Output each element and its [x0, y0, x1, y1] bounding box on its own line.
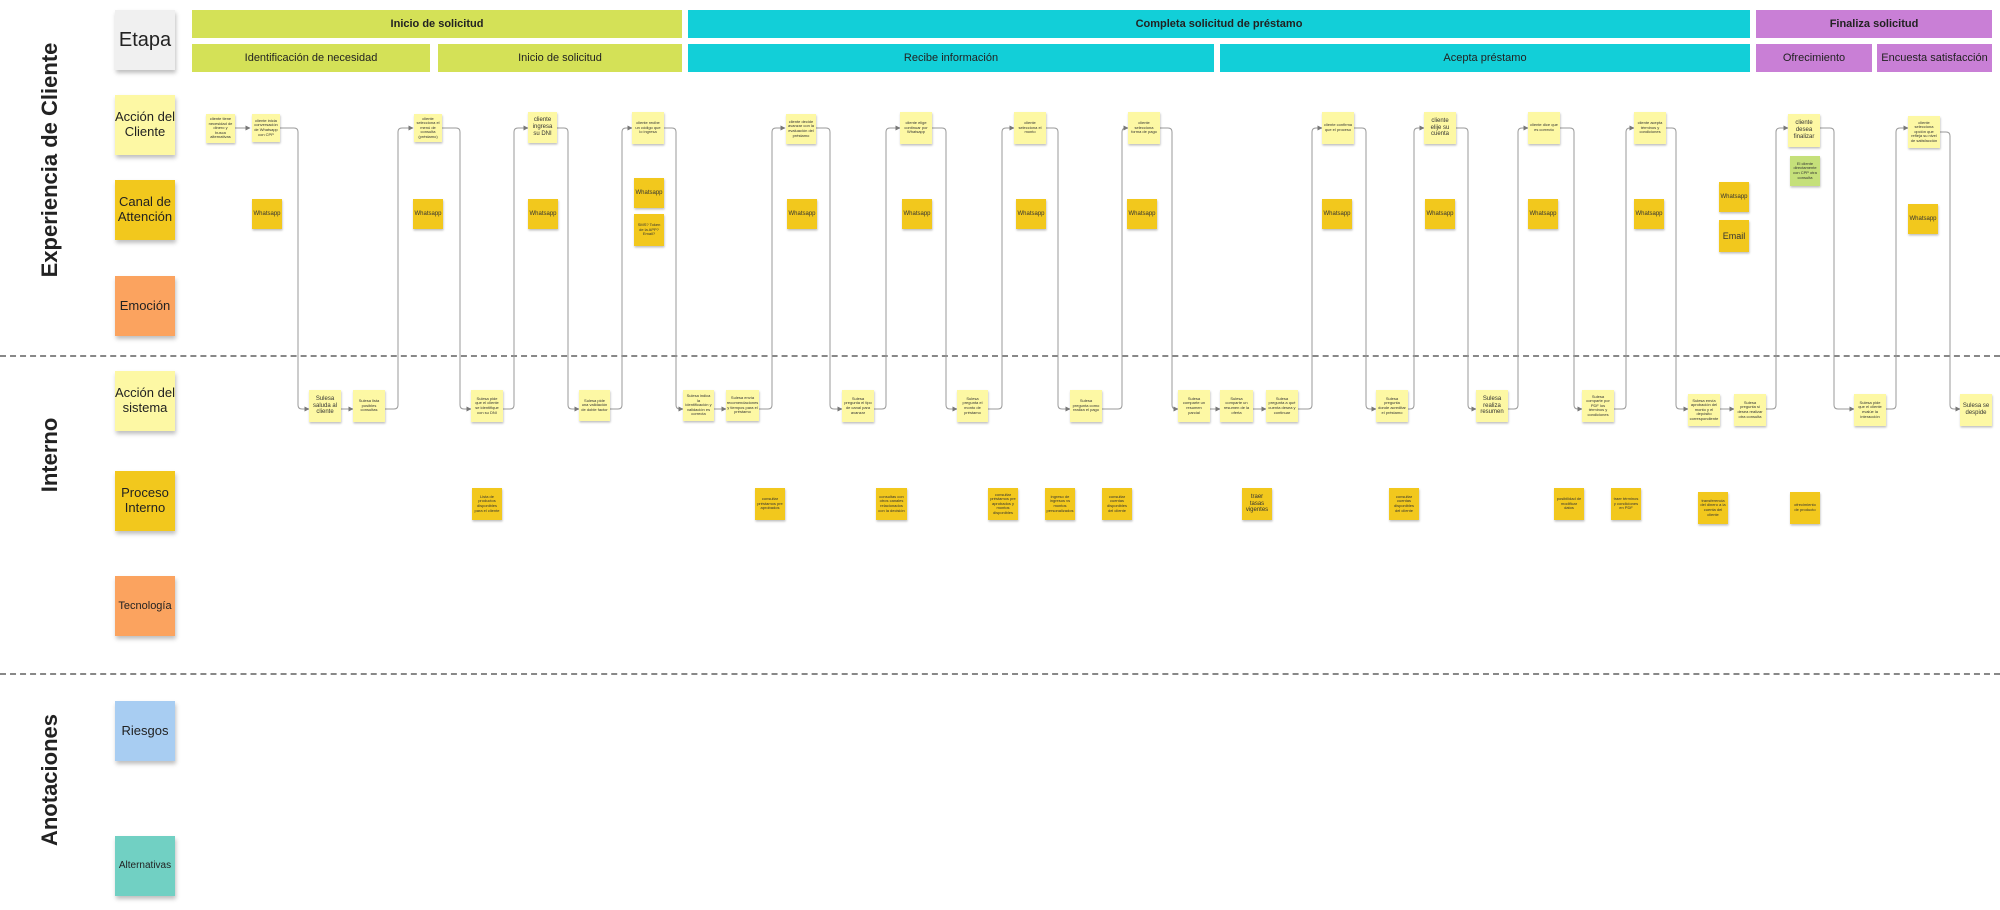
client-action-sticky: cliente dice que es correcto: [1528, 112, 1560, 144]
system-action-sticky: Sulesa pide que el cliente se identifiqu…: [471, 390, 503, 422]
lane-label-client-action: Acción del Cliente: [115, 95, 175, 155]
client-action-sticky: cliente desea finalizar: [1788, 114, 1820, 147]
system-action-sticky: Sulesa se despide: [1960, 394, 1992, 426]
internal-process-sticky: posibilidad de modificar datos: [1554, 488, 1584, 520]
system-action-sticky: Sulesa realiza resumen: [1476, 390, 1508, 422]
internal-process-sticky: ofrecimiento de producto: [1790, 492, 1820, 524]
client-action-sticky: cliente ingresa su DNI: [528, 112, 557, 143]
channel-sticky: Whatsapp: [1719, 182, 1749, 212]
channel-sticky: Whatsapp: [902, 199, 932, 229]
channel-sticky: Whatsapp: [413, 199, 443, 229]
channel-sticky: Whatsapp: [1908, 204, 1938, 234]
client-action-sticky: cliente recibe un código que lo ingresa: [632, 112, 664, 144]
system-action-sticky: Sulesa pide que el cliente evalúe la int…: [1854, 394, 1886, 426]
client-action-sticky: cliente selecciona opción que refleja su…: [1908, 116, 1940, 148]
channel-sticky: Email: [1719, 220, 1749, 252]
client-action-sticky: cliente tiene necesidad de dinero y busc…: [206, 114, 235, 143]
lane-label-technology: Tecnología: [115, 576, 175, 636]
channel-sticky: Whatsapp: [1127, 199, 1157, 229]
lane-label-internal-process: Proceso Interno: [115, 471, 175, 531]
section-label-customer-experience: Experiencia de Cliente: [37, 42, 62, 278]
client-action-sticky: cliente decide avanzar con la evaluación…: [786, 114, 816, 144]
channel-sticky: SMS? Token de la APP? Email?: [634, 214, 664, 246]
client-action-sticky: cliente elije su cuenta: [1424, 112, 1456, 144]
system-action-sticky: Sulesa pregunta a qué cuenta desea y con…: [1266, 390, 1298, 422]
internal-process-sticky: consultar préstamos pre aprobados: [755, 488, 785, 520]
client-action-sticky: El cliente directamente con CPP otra con…: [1790, 156, 1820, 186]
phase-finaliza-solicitud: Finaliza solicitud: [1756, 10, 1992, 38]
subphase-recibe-informacion: Recibe información: [688, 44, 1214, 72]
channel-sticky: Whatsapp: [1634, 199, 1664, 229]
channel-sticky: Whatsapp: [528, 199, 558, 229]
internal-process-sticky: traer términos y condiciones en PDF: [1611, 488, 1641, 520]
channel-sticky: Whatsapp: [787, 199, 817, 229]
system-action-sticky: Sulesa lista posibles consultas: [353, 390, 385, 422]
internal-process-sticky: transferencia del dinero a la cuenta del…: [1698, 492, 1728, 524]
system-action-sticky: Sulesa pregunta como realiza el pago: [1070, 390, 1102, 422]
system-action-sticky: Sulesa comparte por PDF los términos y c…: [1582, 390, 1614, 422]
client-action-sticky: cliente inicia conversación de Whatsapp …: [252, 114, 280, 142]
subphase-ofrecimiento: Ofrecimiento: [1756, 44, 1872, 72]
lane-label-stage: Etapa: [115, 10, 175, 70]
subphase-encuesta: Encuesta satisfacción: [1877, 44, 1992, 72]
channel-sticky: Whatsapp: [1528, 199, 1558, 229]
lane-label-channel: Canal de Attención: [115, 180, 175, 240]
internal-process-sticky: consultar préstamos pre aprobados y mont…: [988, 488, 1018, 520]
phase-inicio-de-solicitud: Inicio de solicitud: [192, 10, 682, 38]
client-action-sticky: cliente selecciona el menú de consulta (…: [414, 114, 442, 142]
internal-process-sticky: traer tasas vigentes: [1242, 488, 1272, 520]
client-action-sticky: cliente acepta términos y condiciones: [1634, 112, 1666, 144]
system-action-sticky: Sulesa pregunta donde acreditar el prést…: [1376, 390, 1408, 422]
internal-process-sticky: consultar cuentas disponibles del client…: [1389, 488, 1419, 520]
channel-sticky: Whatsapp: [1322, 199, 1352, 229]
internal-process-sticky: ingreso de ingresos vs montos personaliz…: [1045, 488, 1075, 520]
system-action-sticky: Sulesa envía aprobación del monto y el d…: [1688, 394, 1720, 426]
system-action-sticky: Sulesa comparte un resumen de la oferta: [1220, 390, 1253, 422]
subphase-identificacion: Identificación de necesidad: [192, 44, 430, 72]
client-action-sticky: cliente elige continuar por Whatsapp: [900, 112, 932, 144]
system-action-sticky: Sulesa comparte un resumen parcial: [1178, 390, 1210, 422]
subphase-inicio: Inicio de solicitud: [438, 44, 682, 72]
lane-label-emotion: Emoción: [115, 276, 175, 336]
internal-process-sticky: Lista de productos disponibles para el c…: [472, 488, 502, 520]
subphase-acepta-prestamo: Acepta préstamo: [1220, 44, 1750, 72]
system-action-sticky: Sulesa saluda al cliente: [309, 390, 341, 422]
system-action-sticky: Sulesa pregunta el tipo de canal para av…: [842, 390, 874, 422]
lane-label-system-action: Acción del sistema: [115, 371, 175, 431]
system-action-sticky: Sulesa pide una validación de doble fact…: [579, 390, 610, 421]
channel-sticky: Whatsapp: [634, 178, 664, 208]
internal-process-sticky: consultar cuentas disponibles del client…: [1102, 488, 1132, 520]
section-divider: [0, 673, 2000, 675]
channel-sticky: Whatsapp: [1425, 199, 1455, 229]
section-label-annotations: Anotaciones: [37, 713, 62, 847]
client-action-sticky: cliente selecciona forma de pago: [1128, 112, 1160, 144]
internal-process-sticky: consultas con otros canales relacionados…: [876, 488, 907, 520]
client-action-sticky: cliente selecciona el monto: [1014, 112, 1046, 144]
channel-sticky: Whatsapp: [252, 199, 282, 229]
lane-label-alternatives: Alternativas: [115, 836, 175, 896]
lane-label-risks: Riesgos: [115, 701, 175, 761]
system-action-sticky: Sulesa pregunta si desea realizar otra c…: [1734, 394, 1766, 426]
section-label-internal: Interno: [37, 417, 62, 493]
system-action-sticky: Sulesa indica la identificación y valida…: [683, 390, 714, 421]
section-divider: [0, 355, 2000, 357]
system-action-sticky: Sulesa pregunta el monto de préstamo: [957, 390, 988, 422]
phase-completa-solicitud: Completa solicitud de préstamo: [688, 10, 1750, 38]
system-action-sticky: Sulesa envía recomendaciones y tiempos p…: [726, 390, 759, 421]
client-action-sticky: cliente confirma que el proceso: [1322, 112, 1354, 144]
channel-sticky: Whatsapp: [1016, 199, 1046, 229]
